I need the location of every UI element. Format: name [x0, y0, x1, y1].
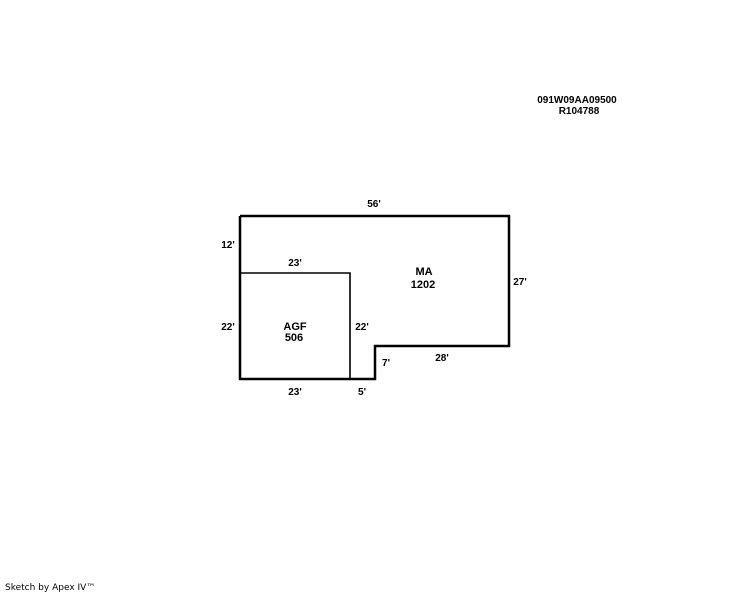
- dim-left-lower: 22': [221, 322, 235, 333]
- garage-code: AGF: [283, 321, 307, 333]
- garage-outline: [240, 272, 351, 379]
- garage-sqft: 506: [285, 332, 303, 344]
- sketch-credit: Sketch by Apex IV™: [5, 583, 96, 593]
- main-area-code: MA: [415, 266, 432, 278]
- account-number: R104788: [559, 106, 600, 117]
- main-area-outline: [238, 214, 511, 381]
- dim-lower-right: 28': [435, 353, 449, 364]
- main-area-sqft: 1202: [411, 279, 435, 291]
- dim-step-up: 7': [382, 358, 390, 369]
- dim-garage-right: 22': [355, 322, 369, 333]
- map-number: 091W09AA09500: [537, 95, 617, 106]
- dim-top: 56': [367, 199, 381, 210]
- dim-right: 27': [513, 277, 527, 288]
- dim-garage-top: 23': [288, 258, 302, 269]
- dim-left-upper: 12': [221, 240, 235, 251]
- dim-bottom-step: 5': [358, 387, 366, 398]
- dim-garage-bottom: 23': [288, 387, 302, 398]
